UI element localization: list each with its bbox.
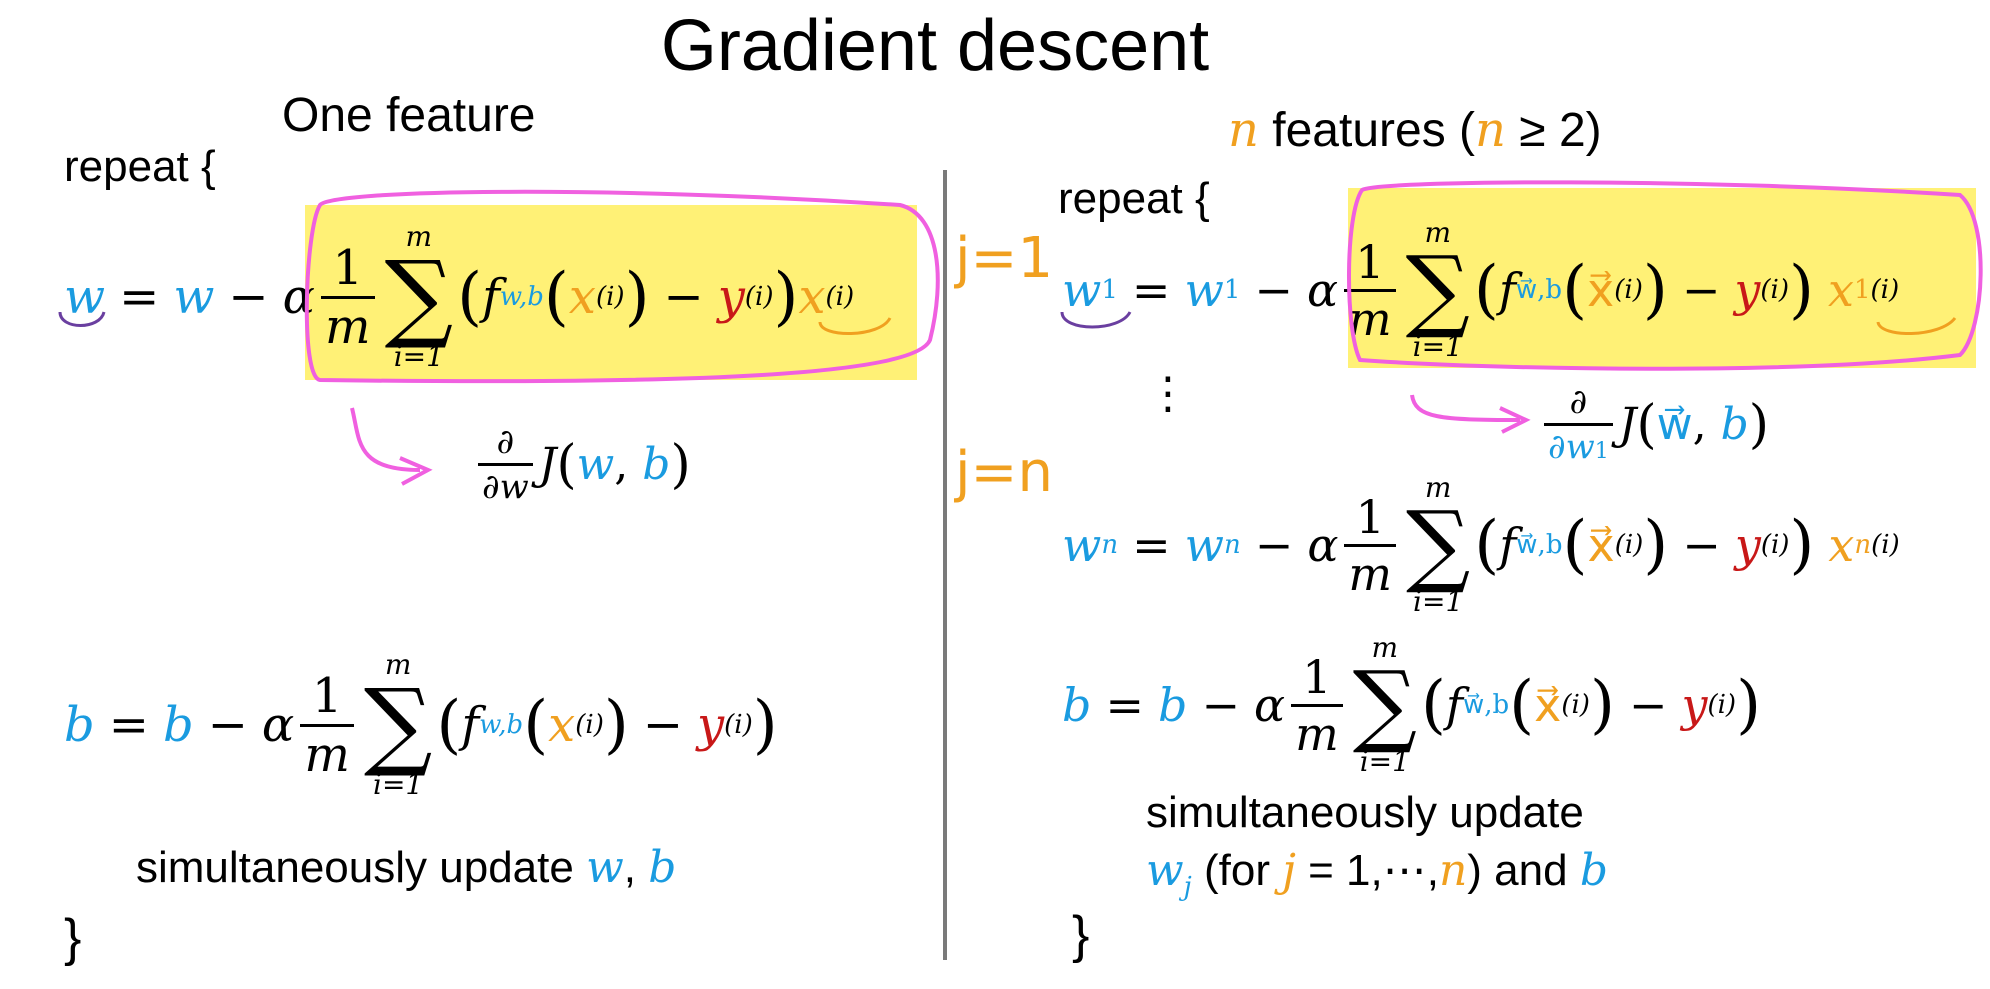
x-underline (818, 317, 892, 335)
x1-underline (1876, 316, 1957, 336)
left-repeat-close: } (64, 909, 82, 967)
j-equals-n-annotation: j=n (955, 440, 1053, 505)
left-repeat-open: repeat { (64, 142, 216, 191)
page-title: Gradient descent (660, 6, 1210, 86)
left-simultaneous-update: simultaneously update w, b (136, 842, 677, 893)
w-lhs: w (64, 269, 106, 325)
right-highlight-loop (1347, 180, 1983, 371)
f-subscript: w,b (499, 282, 544, 312)
w1-underline (1060, 311, 1132, 329)
left-arrow (350, 407, 421, 472)
right-highlight (1348, 188, 1976, 368)
right-repeat-open: repeat { (1058, 174, 1210, 223)
right-derivative: ∂∂w1 J( w⃗, b) (1538, 385, 1769, 464)
w-underline (58, 311, 106, 327)
right-repeat-close: } (1072, 906, 1090, 964)
column-divider (943, 170, 947, 960)
j-equals-1-annotation: j=1 (955, 226, 1054, 291)
x-multiplier: x (798, 269, 826, 325)
right-simultaneous-update-line1: simultaneously update (1146, 788, 1584, 837)
one-feature-heading: One feature (282, 89, 536, 142)
x-term: x (568, 269, 596, 325)
right-simultaneous-update-line2: wj (for j = 1,⋯,n) and b (1146, 845, 1608, 902)
w-rhs: w (173, 269, 215, 325)
summation: m∑i=1 (384, 220, 454, 373)
left-derivative: ∂∂w J( w, b) (472, 425, 691, 504)
right-arrow (1410, 394, 1521, 422)
left-arrow-head (399, 456, 433, 486)
y-term: y (717, 269, 745, 325)
left-highlight (305, 205, 917, 380)
vertical-ellipsis: ⋮ (1146, 369, 1190, 418)
right-arrow-head (1499, 406, 1531, 434)
f-symbol: f (482, 269, 500, 325)
n-features-heading: n features (n ≥ 2) (1228, 102, 1602, 158)
left-highlight-loop (304, 189, 940, 384)
